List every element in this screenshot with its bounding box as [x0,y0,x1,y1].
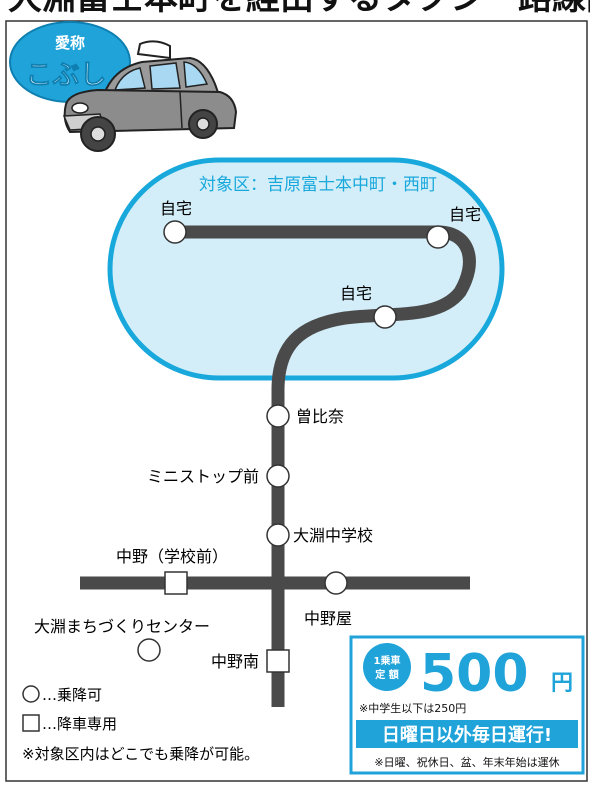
nickname-label: 愛称 [55,34,85,52]
home-stop-1 [163,220,187,244]
legend-note: ※対象区内はどこでも乗降が可能。 [22,745,259,763]
fare-child-note: ※中学生以下は250円 [359,701,466,715]
stop-nakanoya [324,571,348,595]
stop-nakano-minami [266,649,290,673]
legend-circle-icon [22,685,40,703]
fare-amount: 500 [420,644,529,704]
stop-sohina [266,404,290,428]
stop-nakano-gakko [164,571,188,595]
stop-label-obuchi-center: 大淵まちづくりセンター [34,617,210,636]
home-label-1: 自宅 [160,199,192,218]
stop-label-nakano-gakko: 中野（学校前） [116,547,228,566]
fare-badge [363,643,411,691]
header-title: 大淵富士本町を経由するタクシー路線図 [8,0,590,18]
legend-circle-text: …乗降可 [42,686,102,704]
fare-unit: 円 [551,671,573,696]
fare-service: 日曜日以外毎日運行! [382,724,552,746]
stop-label-nakanoya: 中野屋 [304,609,352,628]
stop-ministop [266,464,290,488]
legend-square-icon [22,714,40,732]
home-label-3: 自宅 [340,284,372,303]
nickname-name: こぶし [26,60,107,91]
home-label-2: 自宅 [449,205,481,224]
fare-holiday-note: ※日曜、祝休日、盆、年末年始は運休 [374,755,559,769]
zone-label: 対象区：吉原富士本中町・西町 [199,175,437,195]
stop-label-obuchi-chugakko: 大淵中学校 [293,526,373,545]
fare-badge-line1: 1乗車 [374,654,401,667]
home-stop-3 [373,305,397,329]
legend-square-text: …降車専用 [42,715,117,733]
target-zone [107,157,505,381]
fare-box: 1乗車 定 額 500 円 ※中学生以下は250円 日曜日以外毎日運行! ※日曜… [349,635,585,775]
stop-obuchi-chugakko [266,523,290,547]
taxi-icon [62,40,238,152]
fare-service-band [356,720,578,748]
stop-label-nakano-minami: 中野南 [211,652,259,671]
route-line [175,225,476,707]
nickname-badge: 愛称 こぶし [9,21,131,103]
map-frame [5,20,588,782]
fare-badge-line2: 定 額 [375,668,398,681]
home-stop-2 [426,225,450,249]
stop-obuchi-center [137,638,161,662]
stop-label-sohina: 曽比奈 [296,407,344,426]
stop-label-ministop: ミニストップ前 [147,467,259,486]
